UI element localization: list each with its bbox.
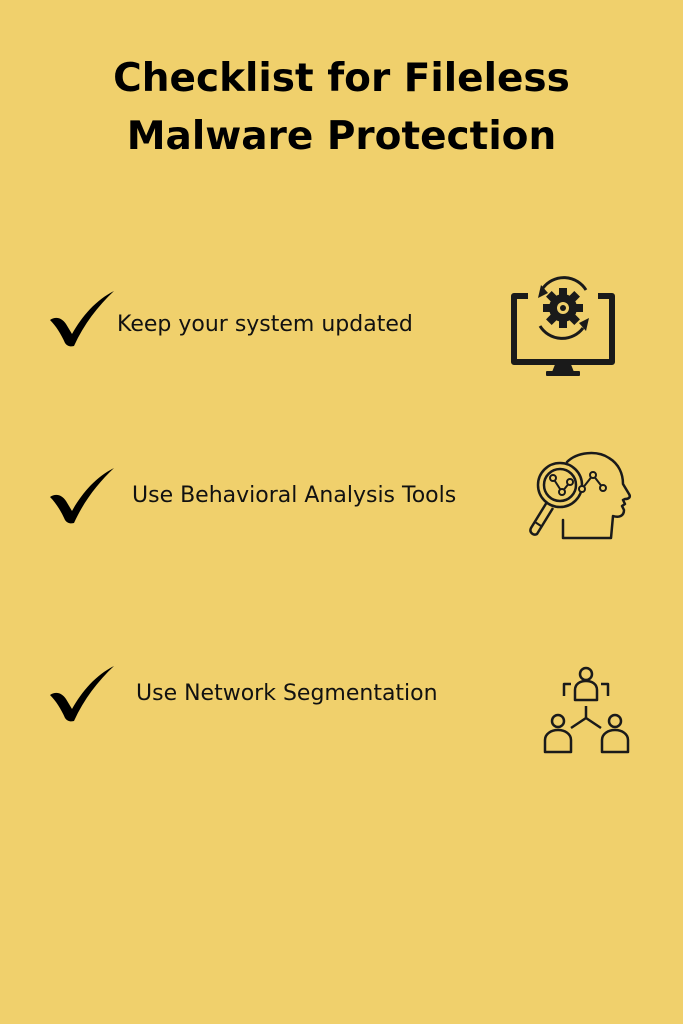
network-users-icon <box>543 666 630 754</box>
checkmark-icon <box>50 468 114 524</box>
title-line-1: Checklist for Fileless <box>113 56 570 101</box>
checkmark-icon <box>50 291 114 347</box>
checklist-item-label: Use Behavioral Analysis Tools <box>132 483 457 508</box>
checklist-item-label: Keep your system updated <box>117 312 413 337</box>
page-title: Checklist for Fileless Malware Protectio… <box>0 50 683 166</box>
head-magnifier-analysis-icon <box>529 451 632 540</box>
title-line-2: Malware Protection <box>126 114 557 159</box>
monitor-gear-update-icon <box>511 276 615 376</box>
checklist-item-label: Use Network Segmentation <box>136 681 438 706</box>
checkmark-icon <box>50 666 114 722</box>
